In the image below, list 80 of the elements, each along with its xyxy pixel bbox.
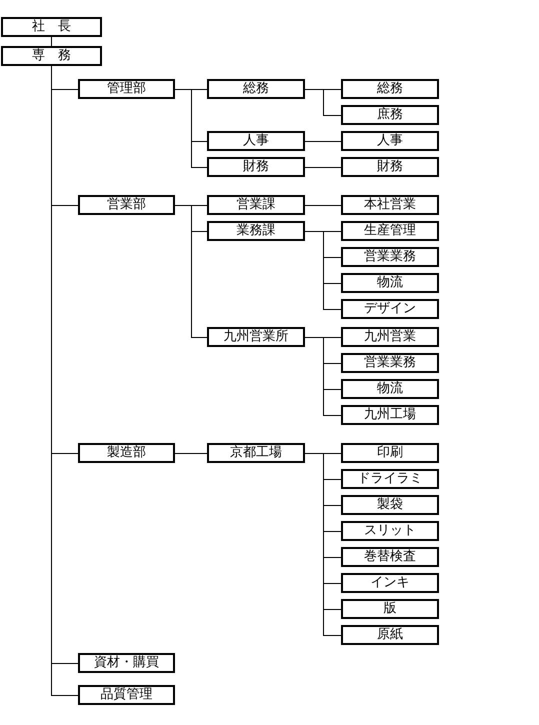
org-unit-box: [78, 685, 175, 705]
connector-line: [304, 167, 342, 168]
unit-name: 管理部: [107, 82, 146, 96]
connector-line: [174, 453, 208, 454]
connector-line: [304, 337, 342, 416]
org-unit-box: [341, 405, 439, 425]
connector-line: [304, 89, 342, 116]
unit-name: インキ: [370, 576, 410, 590]
unit-name: デザイン: [364, 302, 416, 316]
org-unit-box: [341, 299, 439, 319]
unit-name: 本社営業: [364, 198, 416, 212]
connector-line: [304, 205, 342, 206]
org-unit-box: [207, 327, 305, 347]
unit-name: 業務課: [236, 224, 276, 238]
unit-name: 九州営業所: [224, 330, 288, 344]
unit-name: 物流: [377, 276, 403, 290]
org-unit-box: [341, 221, 439, 241]
unit-name: 製袋: [377, 498, 403, 512]
unit-name: 京都工場: [230, 446, 282, 460]
unit-name: 財務: [377, 160, 403, 174]
org-unit-box: [1, 17, 102, 37]
org-unit-box: [341, 521, 439, 541]
unit-name: 原紙: [377, 628, 403, 642]
org-unit-box: [341, 353, 439, 373]
org-unit-box: [207, 79, 305, 99]
org-unit-box: [341, 443, 439, 463]
unit-name: 版: [384, 602, 396, 616]
org-unit-box: [341, 625, 439, 645]
unit-name: 営業業務: [364, 250, 416, 264]
org-unit-box: [341, 573, 439, 593]
unit-name: 専 務: [32, 49, 71, 63]
org-unit-box: [207, 443, 305, 463]
unit-name: 社 長: [32, 20, 71, 34]
unit-name: 物流: [377, 382, 403, 396]
unit-name: 人事: [243, 134, 269, 148]
unit-name: 総務: [377, 82, 403, 96]
unit-name: スリット: [364, 524, 416, 538]
unit-name: 巻替検査: [364, 550, 416, 564]
org-unit-box: [341, 469, 439, 489]
org-unit-box: [341, 79, 439, 99]
org-unit-box: [78, 653, 175, 673]
org-unit-box: [207, 131, 305, 151]
connector-line: [174, 205, 208, 338]
unit-name: 九州工場: [364, 408, 416, 422]
unit-name: 営業業務: [364, 356, 416, 370]
org-unit-box: [341, 131, 439, 151]
org-unit-box: [341, 195, 439, 215]
connector-line: [51, 36, 52, 46]
org-unit-box: [1, 46, 102, 66]
unit-name: 印刷: [377, 446, 403, 460]
org-unit-box: [341, 273, 439, 293]
connector-line: [174, 89, 208, 168]
org-unit-box: [78, 443, 175, 463]
connector-line: [304, 141, 342, 142]
unit-name: 営業課: [236, 198, 276, 212]
org-unit-box: [341, 157, 439, 177]
unit-name: 庶務: [377, 108, 403, 122]
org-unit-box: [341, 599, 439, 619]
unit-name: 資材・購買: [94, 656, 159, 670]
unit-name: 生産管理: [364, 224, 416, 238]
org-unit-box: [207, 195, 305, 215]
unit-name: 品質管理: [100, 688, 152, 702]
unit-name: 財務: [243, 160, 269, 174]
org-unit-box: [207, 157, 305, 177]
org-unit-box: [78, 195, 175, 215]
org-unit-box: [78, 79, 175, 99]
connector-line: [304, 231, 342, 310]
org-unit-box: [341, 247, 439, 267]
unit-name: 営業部: [107, 198, 146, 212]
org-unit-box: [341, 327, 439, 347]
unit-name: 人事: [377, 134, 403, 148]
unit-name: 九州営業: [364, 330, 416, 344]
unit-name: ドライラミ: [358, 472, 422, 486]
org-unit-box: [341, 495, 439, 515]
org-unit-box: [341, 105, 439, 125]
org-unit-box: [207, 221, 305, 241]
unit-name: 総務: [243, 82, 269, 96]
org-unit-box: [341, 379, 439, 399]
unit-name: 製造部: [107, 446, 146, 460]
org-unit-box: [341, 547, 439, 567]
